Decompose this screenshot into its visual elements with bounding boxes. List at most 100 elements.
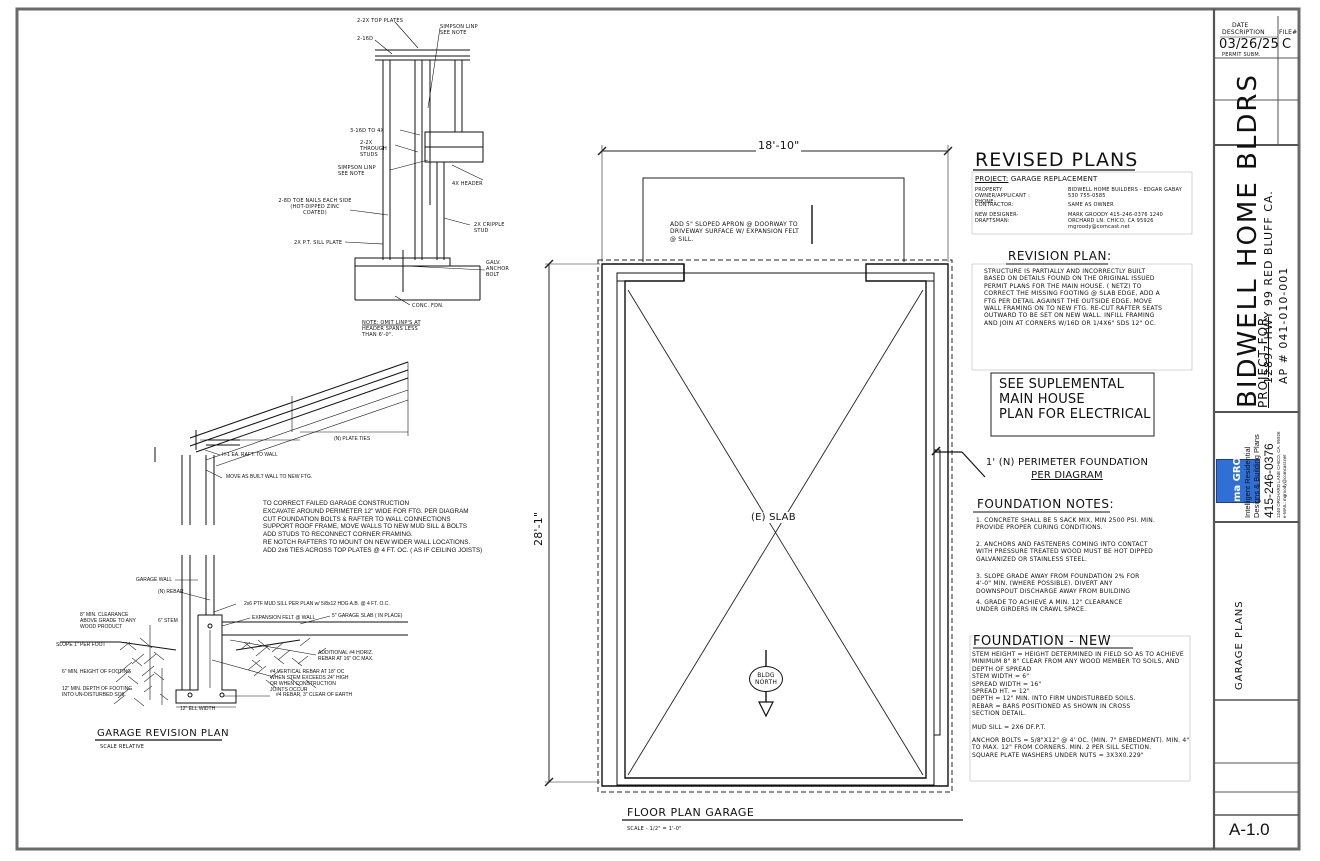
sec-label-felt: EXPANSION FELT @ WALL xyxy=(252,615,316,621)
sec-label-rebar-clear: #4 REBAR, 3" CLEAR OF EARTH xyxy=(276,692,353,698)
designer-info: Intelligent Residential Designs & Buildi… xyxy=(1243,434,1261,518)
sec-label-rebar: (N) REBAR xyxy=(158,589,184,595)
wall-label-toe-nails: 2-8d TOE NAILS EACH SIDE (HOT-DIPPED ZIN… xyxy=(278,198,352,216)
foundation-new-line-9: SQUARE PLATE WASHERS UNDER NUTS = 3x3x0.… xyxy=(972,751,1144,759)
wall-label-linp-2: SIMPSON LINP SEE NOTE xyxy=(338,165,376,177)
file-header: FILE# xyxy=(1279,29,1298,36)
foundation-new-list: STEM HEIGHT = HEIGHT DETERMINED IN FIELD… xyxy=(972,651,1190,759)
sec-label-slab: 5" GARAGE SLAB ( IN PLACE) xyxy=(332,613,403,619)
foundation-note-4: 4. GRADE TO ACHIEVE A MIN. 12" CLEARANCE… xyxy=(976,599,1123,614)
sec-label-move-wall: MOVE AS BUILT WALL TO NEW FTG. xyxy=(226,474,313,480)
instruction-line-2: EXCAVATE AROUND PERIMETER 12" WIDE FOR F… xyxy=(263,507,469,515)
sec-label-clearance: 8" MIN. CLEARANCE ABOVE GRADE TO ANY WOO… xyxy=(80,612,136,630)
address-wrap: 12897 HWY 99 RED BLUFF CA. xyxy=(1262,190,1275,384)
instruction-line-1: TO CORRECT FAILED GARAGE CONSTRUCTION xyxy=(263,500,410,507)
sec-label-vert-rebar: #4 VERTICAL REBAR AT 18" OC WHEN STEM EX… xyxy=(270,669,349,693)
owner-label: PROPERTY OWNER/APPLICANT : PHONE: xyxy=(975,187,1031,205)
foundation-note-2: 2. ANCHORS AND FASTENERS COMING INTO CON… xyxy=(976,541,1153,563)
project-ap: AP # 041-010-001 xyxy=(1277,266,1290,384)
instruction-line-5: ADD STUDS TO RECONNECT CORNER FRAMING. xyxy=(263,531,413,539)
ap-wrap: AP # 041-010-001 xyxy=(1277,267,1290,384)
section-title: GARAGE REVISION PLAN xyxy=(97,728,230,739)
foundation-note-3: 3. SLOPE GRADE AWAY FROM FOUNDATION 2% F… xyxy=(976,573,1140,595)
electrical-note: SEE SUPLEMENTAL MAIN HOUSE PLAN FOR ELEC… xyxy=(999,377,1151,422)
project-address: 12897 HWY 99 RED BLUFF CA. xyxy=(1262,190,1275,384)
revision-plan-heading: REVISION PLAN: xyxy=(1008,249,1112,263)
sec-label-slope: SLOPE 1" PER FOOT xyxy=(56,642,106,648)
sheet-number: A-1.0 xyxy=(1229,820,1270,839)
foundation-new-heading: FOUNDATION - NEW xyxy=(973,634,1112,649)
revised-project: PROJECT: GARAGE REPLACEMENT xyxy=(975,175,1098,183)
wall-label-conc-fdn: CONC. FDN. xyxy=(412,303,444,309)
slab-label: (E) SLAB xyxy=(748,512,799,523)
apron-note: ADD 5" SLOPED APRON @ DOORWAY TO DRIVEWA… xyxy=(670,221,799,243)
file-value: C xyxy=(1282,37,1292,52)
wall-label-top-plates: 2-2x TOP PLATES xyxy=(357,18,404,24)
project-name: BIDWELL HOME BLDRS xyxy=(1233,73,1263,408)
sec-label-h1: H-1 EA. RAFT. TO WALL xyxy=(222,452,278,458)
instruction-line-6: RE NOTCH RAFTERS TO MOUNT ON NEW WIDER W… xyxy=(263,538,471,546)
wall-label-anchor: GALV. ANCHOR BOLT xyxy=(486,260,510,278)
perimeter-note: 1' (N) PERIMETER FOUNDATION PER DIAGRAM xyxy=(982,456,1152,482)
wall-label-16d: 2-16d xyxy=(357,36,374,42)
foundation-new-line-1: STEM HEIGHT = HEIGHT DETERMINED IN FIELD… xyxy=(972,651,1184,673)
north-label: BLDG NORTH xyxy=(754,672,778,686)
foundation-new-line-7: MUD SILL = 2x6 DF.P.T. xyxy=(972,723,1046,731)
electrical-note-line-1: SEE SUPLEMENTAL xyxy=(999,377,1125,392)
section-scale: SCALE RELATIVE xyxy=(100,744,145,750)
sheet-title: GARAGE PLANS xyxy=(1234,600,1245,690)
sec-label-mud-sill: 2x6 PTF MUD SILL PER PLAN w/ 5/8x12 HDG … xyxy=(244,601,390,607)
project-value: GARAGE REPLACEMENT xyxy=(1010,175,1098,183)
dim-depth-wrap: 28'-1" xyxy=(532,509,545,548)
date-note: PERMIT SUBM. xyxy=(1222,52,1261,58)
contractor-label: CONTRACTOR: xyxy=(975,202,1014,208)
perimeter-note-line-1: 1' (N) PERIMETER FOUNDATION xyxy=(985,457,1149,468)
floor-plan-title: FLOOR PLAN GARAGE xyxy=(627,806,755,819)
electrical-note-line-2: MAIN HOUSE xyxy=(999,392,1085,407)
designer-tagline-2: Designs & Building Plans xyxy=(1252,434,1261,518)
sec-label-ftg-height: 6" MIN. HEIGHT OF FOOTING xyxy=(62,669,132,675)
project-label: PROJECT: xyxy=(975,175,1009,183)
designer-tagline-1: Intelligent Residential xyxy=(1243,446,1252,518)
revision-plan-text: STRUCTURE IS PARTIALLY AND INCORRECTLY B… xyxy=(984,268,1163,327)
foundation-new-line-8: ANCHOR BOLTS = 5/8"x12" @ 4' OC. (MIN. 7… xyxy=(972,737,1190,752)
sec-label-plate-ties: (N) PLATE TIES xyxy=(334,436,371,442)
instruction-line-7: ADD 2x6 TIES ACROSS TOP PLATES @ 4 FT. O… xyxy=(263,546,483,554)
foundation-new-line-6: REBAR = BARS POSITIONED AS SHOWN IN CROS… xyxy=(972,702,1131,718)
foundation-note-1: 1. CONCRETE SHALL BE 5 SACK MIX, MIN 250… xyxy=(976,517,1155,532)
north-arrow-badge: BLDG NORTH xyxy=(749,666,783,692)
date-header: DATE xyxy=(1232,22,1249,29)
dim-depth: 28'-1" xyxy=(532,511,545,546)
foundation-notes-heading: FOUNDATION NOTES: xyxy=(977,497,1115,511)
instruction-line-3: CUT FOUNDATION BOLTS & RAFTER TO WALL CO… xyxy=(263,515,451,523)
sec-label-garage-wall: GARAGE WALL xyxy=(136,577,173,583)
designer-phone: 415-246-0376 xyxy=(1262,443,1276,518)
designer-phone-wrap: 415-246-0376 xyxy=(1262,443,1276,518)
perimeter-note-line-2: PER DIAGRAM xyxy=(1031,470,1103,481)
sec-label-ell-width: 12" ELL WIDTH xyxy=(180,706,216,712)
dim-width: 18'-10" xyxy=(756,139,802,152)
owner-value: BIDWELL HOME BUILDERS - EDGAR GABAY 530 … xyxy=(1068,187,1182,199)
date-value: 03/26/25 xyxy=(1219,37,1279,52)
electrical-note-line-3: PLAN FOR ELECTRICAL xyxy=(999,407,1151,422)
wall-label-header: 4x HEADER xyxy=(452,181,483,187)
floor-plan-scale: SCALE - 1/2" = 1'-0" xyxy=(627,826,682,832)
wall-label-through-studs: 2-2x THROUGH STUDS xyxy=(360,140,387,158)
foundation-new-line-2: STEM WIDTH = 6" xyxy=(972,673,1030,681)
section-instructions: TO CORRECT FAILED GARAGE CONSTRUCTION EX… xyxy=(263,500,482,555)
designer-value: MARK GROODY 415-246-0376 1240 ORCHARD LN… xyxy=(1068,212,1164,230)
designer-address-wrap: 1240 ORCHARD LANE CHICO, CA. 95926 e-MAI… xyxy=(1276,431,1288,518)
designer-label: NEW DESIGNER- DRAFTSMAN: xyxy=(975,212,1019,224)
foundation-new-line-5: DEPTH = 12" MIN. INTO FIRM UNDISTURBED S… xyxy=(972,695,1136,703)
contractor-value: SAME AS OWNER xyxy=(1068,202,1114,208)
wall-label-cripple: 2x CRIPPLE STUD xyxy=(474,222,505,234)
revised-plans-heading: REVISED PLANS xyxy=(975,149,1139,171)
sec-label-ftg-depth: 12" MIN. DEPTH OF FOOTING INTO UN-DISTUR… xyxy=(62,686,133,698)
project-name-wrap: BIDWELL HOME BLDRS xyxy=(1233,73,1263,408)
instruction-line-4: SUPPORT ROOF FRAME, MOVE WALLS TO NEW MU… xyxy=(263,523,467,531)
sheet-title-wrap: GARAGE PLANS xyxy=(1234,600,1245,690)
wall-label-linp-1: SIMPSON LINP SEE NOTE xyxy=(440,24,478,36)
wall-detail-note: NOTE: OMIT LINP's AT HEADER SPANS LESS T… xyxy=(362,320,421,338)
wall-label-3-16d: 3-16d TO 4x xyxy=(350,128,385,134)
